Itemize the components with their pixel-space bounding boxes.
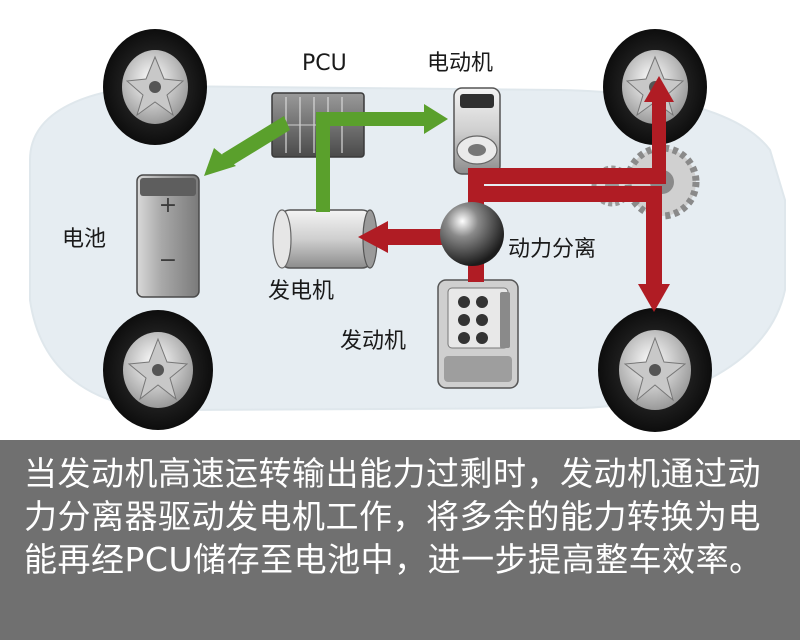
wheel-rear-right bbox=[598, 308, 712, 432]
wheel-rear-left bbox=[103, 310, 213, 430]
motor-unit bbox=[453, 87, 501, 175]
caption-text: 当发动机高速运转输出能力过剩时，发动机通过动力分离器驱动发电机工作，将多余的能力… bbox=[24, 454, 763, 579]
hybrid-powertrain-diagram: + − bbox=[29, 29, 786, 432]
caption-box: 当发动机高速运转输出能力过剩时，发动机通过动力分离器驱动发电机工作，将多余的能力… bbox=[0, 440, 800, 640]
power-split-device bbox=[440, 202, 504, 266]
engine-unit bbox=[437, 279, 519, 389]
battery-plus-sign: + bbox=[159, 193, 177, 218]
electrical-power-flow bbox=[204, 104, 448, 212]
battery-unit: + − bbox=[136, 174, 200, 298]
generator-unit bbox=[272, 209, 378, 269]
label-pcu: PCU bbox=[302, 51, 347, 76]
label-generator: 发电机 bbox=[268, 279, 334, 304]
battery-minus-sign: − bbox=[159, 248, 177, 273]
label-battery: 电池 bbox=[62, 227, 106, 252]
label-engine: 发动机 bbox=[340, 329, 406, 354]
label-power-split: 动力分离 bbox=[508, 237, 596, 262]
label-motor: 电动机 bbox=[427, 51, 493, 76]
wheel-front-left bbox=[103, 29, 207, 145]
